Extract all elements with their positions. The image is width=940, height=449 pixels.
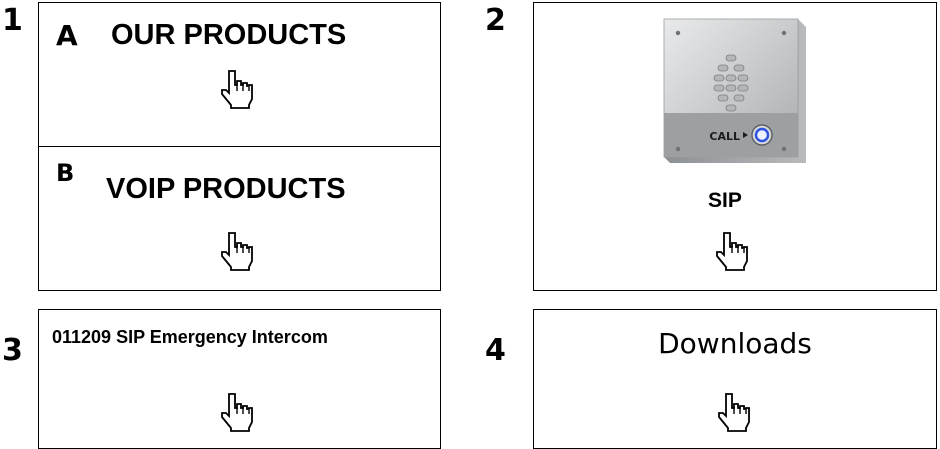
sip-link[interactable]: SIP xyxy=(708,189,742,213)
hand-pointer-icon xyxy=(716,392,752,432)
hand-pointer-icon xyxy=(219,231,255,271)
our-products-panel[interactable]: A OUR PRODUCTS xyxy=(38,2,441,147)
voip-products-panel[interactable]: B VOIP PRODUCTS xyxy=(38,146,441,291)
step-number: 1 xyxy=(2,6,23,36)
our-products-link[interactable]: OUR PRODUCTS xyxy=(111,19,346,52)
step-number: 3 xyxy=(2,336,23,366)
step-letter-b: B xyxy=(56,159,74,187)
hand-pointer-icon xyxy=(714,231,750,271)
step-number: 4 xyxy=(485,336,506,366)
intercom-product-image[interactable]: CALL xyxy=(658,13,810,168)
hand-pointer-icon xyxy=(219,392,255,432)
step-letter-a: A xyxy=(56,19,78,52)
sip-panel[interactable]: CALL SIP xyxy=(533,2,937,291)
hand-pointer-icon xyxy=(219,69,255,109)
step-number: 2 xyxy=(485,6,506,36)
device-call-label: CALL xyxy=(709,130,740,143)
call-button-icon xyxy=(756,129,768,141)
intercom-product-link[interactable]: 011209 SIP Emergency Intercom xyxy=(52,327,328,348)
voip-products-link[interactable]: VOIP PRODUCTS xyxy=(106,173,346,206)
downloads-link[interactable]: Downloads xyxy=(534,327,936,360)
downloads-panel[interactable]: Downloads xyxy=(533,309,937,449)
intercom-panel[interactable]: 011209 SIP Emergency Intercom xyxy=(38,309,441,449)
